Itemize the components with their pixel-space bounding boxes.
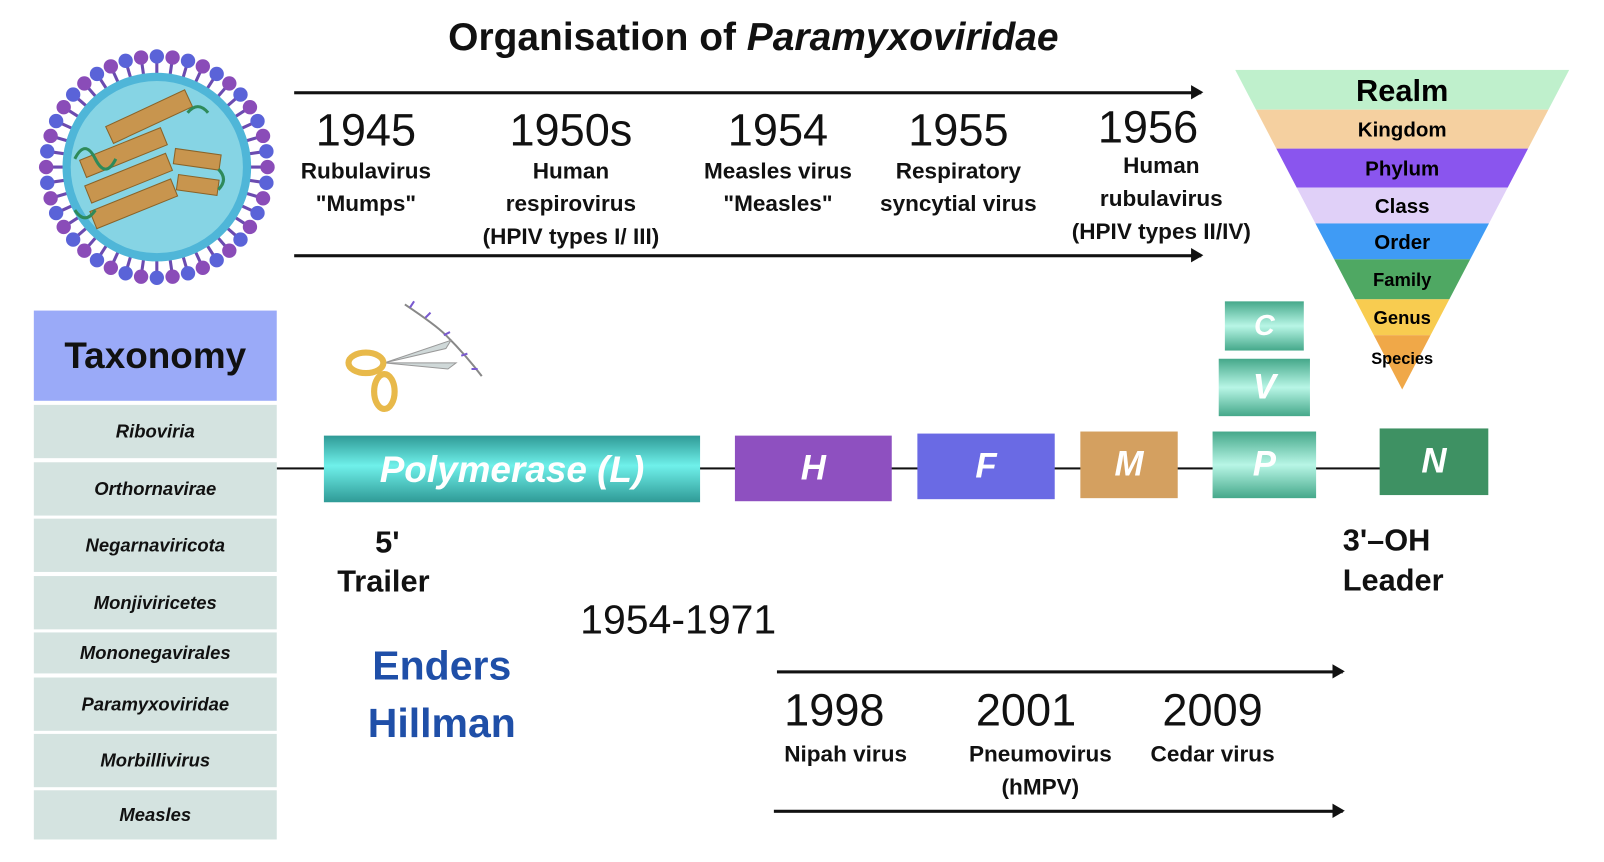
gene-n: N xyxy=(1379,428,1489,496)
gene-p: P xyxy=(1212,431,1317,499)
gene-polymerase-l: Polymerase (L) xyxy=(323,435,701,503)
timeline-event-label: Human xyxy=(1123,152,1200,179)
pyramid-label: Species xyxy=(1371,350,1433,368)
timeline-event-label: (HPIV types II/IV) xyxy=(1071,218,1251,244)
timeline-year: 2001 xyxy=(975,685,1077,736)
taxonomy-row: Mononegavirales xyxy=(33,632,277,674)
timeline-event-label: Nipah virus xyxy=(784,741,908,767)
virus-illustration-icon xyxy=(38,49,275,285)
timeline-event-label: Cedar virus xyxy=(1150,741,1275,767)
timeline-event-label: Human xyxy=(532,157,610,184)
timeline-event-label: Measles virus xyxy=(704,157,852,184)
gene-v: V xyxy=(1218,358,1310,417)
timeline-arrow-bottom xyxy=(776,664,1345,679)
taxonomy-row: Measles xyxy=(33,790,277,840)
timeline-year: 1950s xyxy=(509,105,633,156)
timeline-event-label: Respiratory xyxy=(895,157,1022,184)
pyramid-band xyxy=(1235,109,1570,149)
five-prime-label: 5' xyxy=(375,525,400,560)
gene-m: M xyxy=(1080,431,1178,499)
period-label: 1954-1971 xyxy=(580,597,777,643)
gene-c: C xyxy=(1224,301,1304,351)
timeline-event-label: (HPIV types I/ III) xyxy=(482,223,660,250)
timeline-arrow-bottom-lower xyxy=(773,803,1345,818)
scissors-icon xyxy=(345,300,483,413)
pyramid-label: Phylum xyxy=(1365,157,1439,180)
pyramid-label: Kingdom xyxy=(1358,119,1447,142)
timeline-event-label: "Mumps" xyxy=(315,190,417,217)
taxonomy-row: Paramyxoviridae xyxy=(33,677,277,731)
page-title: Organisation of Paramyxoviridae xyxy=(308,16,1200,60)
taxonomy-row: Monjiviricetes xyxy=(33,576,277,630)
gene-f: F xyxy=(917,433,1055,500)
timeline-arrow-top xyxy=(294,85,1204,100)
researcher-hillman: Hillman xyxy=(367,701,516,747)
taxonomy-row: Negarnaviricota xyxy=(33,518,277,572)
timeline-event-label: syncytial virus xyxy=(880,190,1037,217)
taxonomy-row: Morbillivirus xyxy=(33,733,277,788)
three-prime-label: 3'–OH xyxy=(1342,523,1431,558)
pyramid-label: Class xyxy=(1375,195,1430,218)
timeline-arrow-top-lower xyxy=(294,248,1204,263)
pyramid-label: Realm xyxy=(1356,73,1448,108)
gene-h: H xyxy=(734,435,892,502)
timeline-year: 1956 xyxy=(1097,102,1199,153)
taxonomy-heading: Taxonomy xyxy=(33,310,277,401)
title-prefix: Organisation of xyxy=(448,16,747,60)
pyramid-band xyxy=(1235,69,1570,110)
title-italic: Paramyxoviridae xyxy=(746,16,1059,60)
timeline-year: 1945 xyxy=(315,105,417,156)
researcher-enders: Enders xyxy=(372,643,512,689)
taxonomy-row: Riboviria xyxy=(33,404,277,459)
pyramid-label: Genus xyxy=(1374,307,1431,328)
timeline-event-label: respirovirus xyxy=(505,190,637,217)
timeline-event-label: rubulavirus xyxy=(1099,185,1223,212)
timeline-year: 1955 xyxy=(908,105,1009,156)
pyramid-label: Family xyxy=(1373,269,1432,290)
trailer-label: Trailer xyxy=(337,564,430,599)
taxonomy-row: Orthornavirae xyxy=(33,462,277,516)
pyramid-label: Order xyxy=(1374,231,1430,254)
timeline-year: 1998 xyxy=(784,685,885,736)
timeline-event-label: (hMPV) xyxy=(1001,773,1080,800)
taxonomy-pyramid: RealmKingdomPhylumClassOrderFamilyGenusS… xyxy=(1235,69,1570,390)
timeline-year: 1954 xyxy=(727,105,829,156)
leader-label: Leader xyxy=(1342,563,1444,598)
timeline-event-label: Rubulavirus xyxy=(300,157,432,184)
timeline-year: 2009 xyxy=(1162,685,1263,736)
timeline-event-label: "Measles" xyxy=(723,190,833,217)
timeline-event-label: Pneumovirus xyxy=(968,741,1112,767)
